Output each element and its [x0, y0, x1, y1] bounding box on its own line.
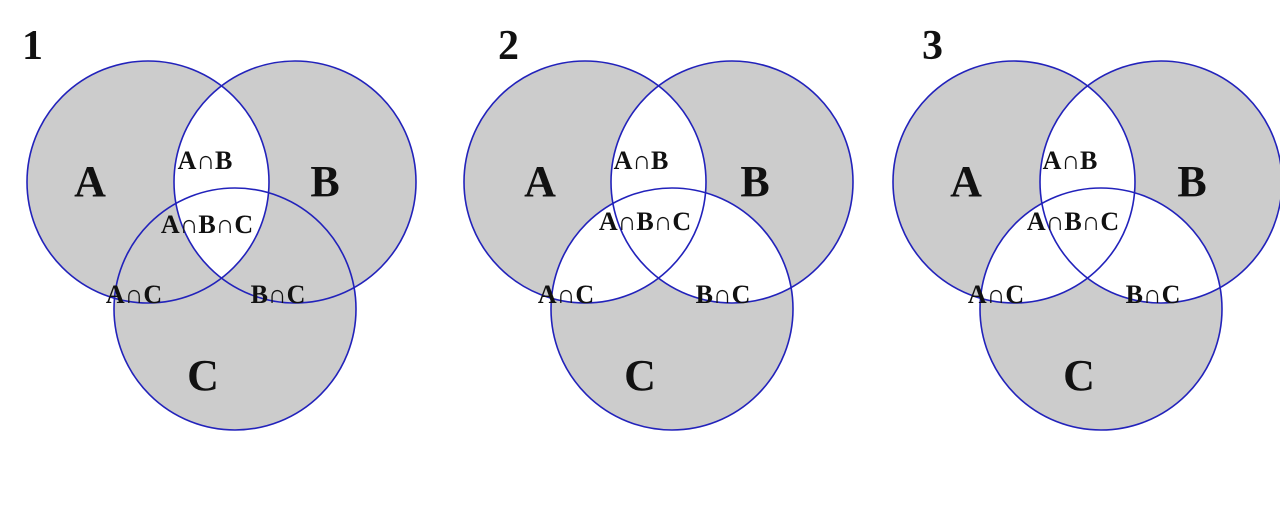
- circle-a-outline: [892, 60, 1136, 304]
- label-set-b: B: [740, 157, 769, 206]
- label-set-a: A: [74, 157, 106, 206]
- label-set-a: A: [524, 157, 556, 206]
- circle-c-outline: [550, 187, 794, 431]
- label-region-bc: B∩C: [251, 280, 306, 309]
- region-ac: [980, 188, 1135, 303]
- label-set-a: A: [950, 157, 982, 206]
- label-region-ac: A∩C: [968, 280, 1024, 309]
- intersection-ac-group: [114, 188, 269, 303]
- circle-a-outline: [26, 60, 270, 304]
- intersection-ac-group: [980, 188, 1135, 303]
- label-set-c: C: [1063, 351, 1095, 400]
- intersection-ac-group: [551, 188, 706, 303]
- diagram-number: 2: [498, 23, 519, 69]
- diagram-number: 3: [922, 23, 943, 69]
- label-region-ab: A∩B: [1043, 146, 1098, 175]
- region-ac: [551, 188, 706, 303]
- label-region-ac: A∩C: [538, 280, 594, 309]
- circle-b-outline: [610, 60, 854, 304]
- circle-b-outline: [1039, 60, 1280, 304]
- label-region-ab: A∩B: [178, 146, 233, 175]
- label-region-abc: A∩B∩C: [161, 210, 253, 239]
- circle-b-outline: [173, 60, 417, 304]
- venn-diagram-3: 3 A B C A∩B A∩B∩C A∩C B∩C: [892, 23, 1280, 431]
- venn-diagram-1: 1 A B C A∩B A∩B∩C A∩C B∩C: [22, 23, 417, 431]
- label-set-c: C: [624, 351, 656, 400]
- label-region-abc: A∩B∩C: [599, 207, 691, 236]
- label-region-bc: B∩C: [696, 280, 751, 309]
- diagram-number: 1: [22, 23, 43, 69]
- label-region-abc: A∩B∩C: [1027, 207, 1119, 236]
- label-region-ac: A∩C: [106, 280, 162, 309]
- circle-a-outline: [463, 60, 707, 304]
- label-region-bc: B∩C: [1126, 280, 1181, 309]
- region-ac: [114, 188, 269, 303]
- label-set-c: C: [187, 351, 219, 400]
- label-set-b: B: [1177, 157, 1206, 206]
- venn-diagram-2: 2 A B C A∩B A∩B∩C A∩C B∩C: [463, 23, 854, 431]
- label-set-b: B: [310, 157, 339, 206]
- circle-c-outline: [979, 187, 1223, 431]
- label-region-ab: A∩B: [614, 146, 669, 175]
- circle-c-outline: [113, 187, 357, 431]
